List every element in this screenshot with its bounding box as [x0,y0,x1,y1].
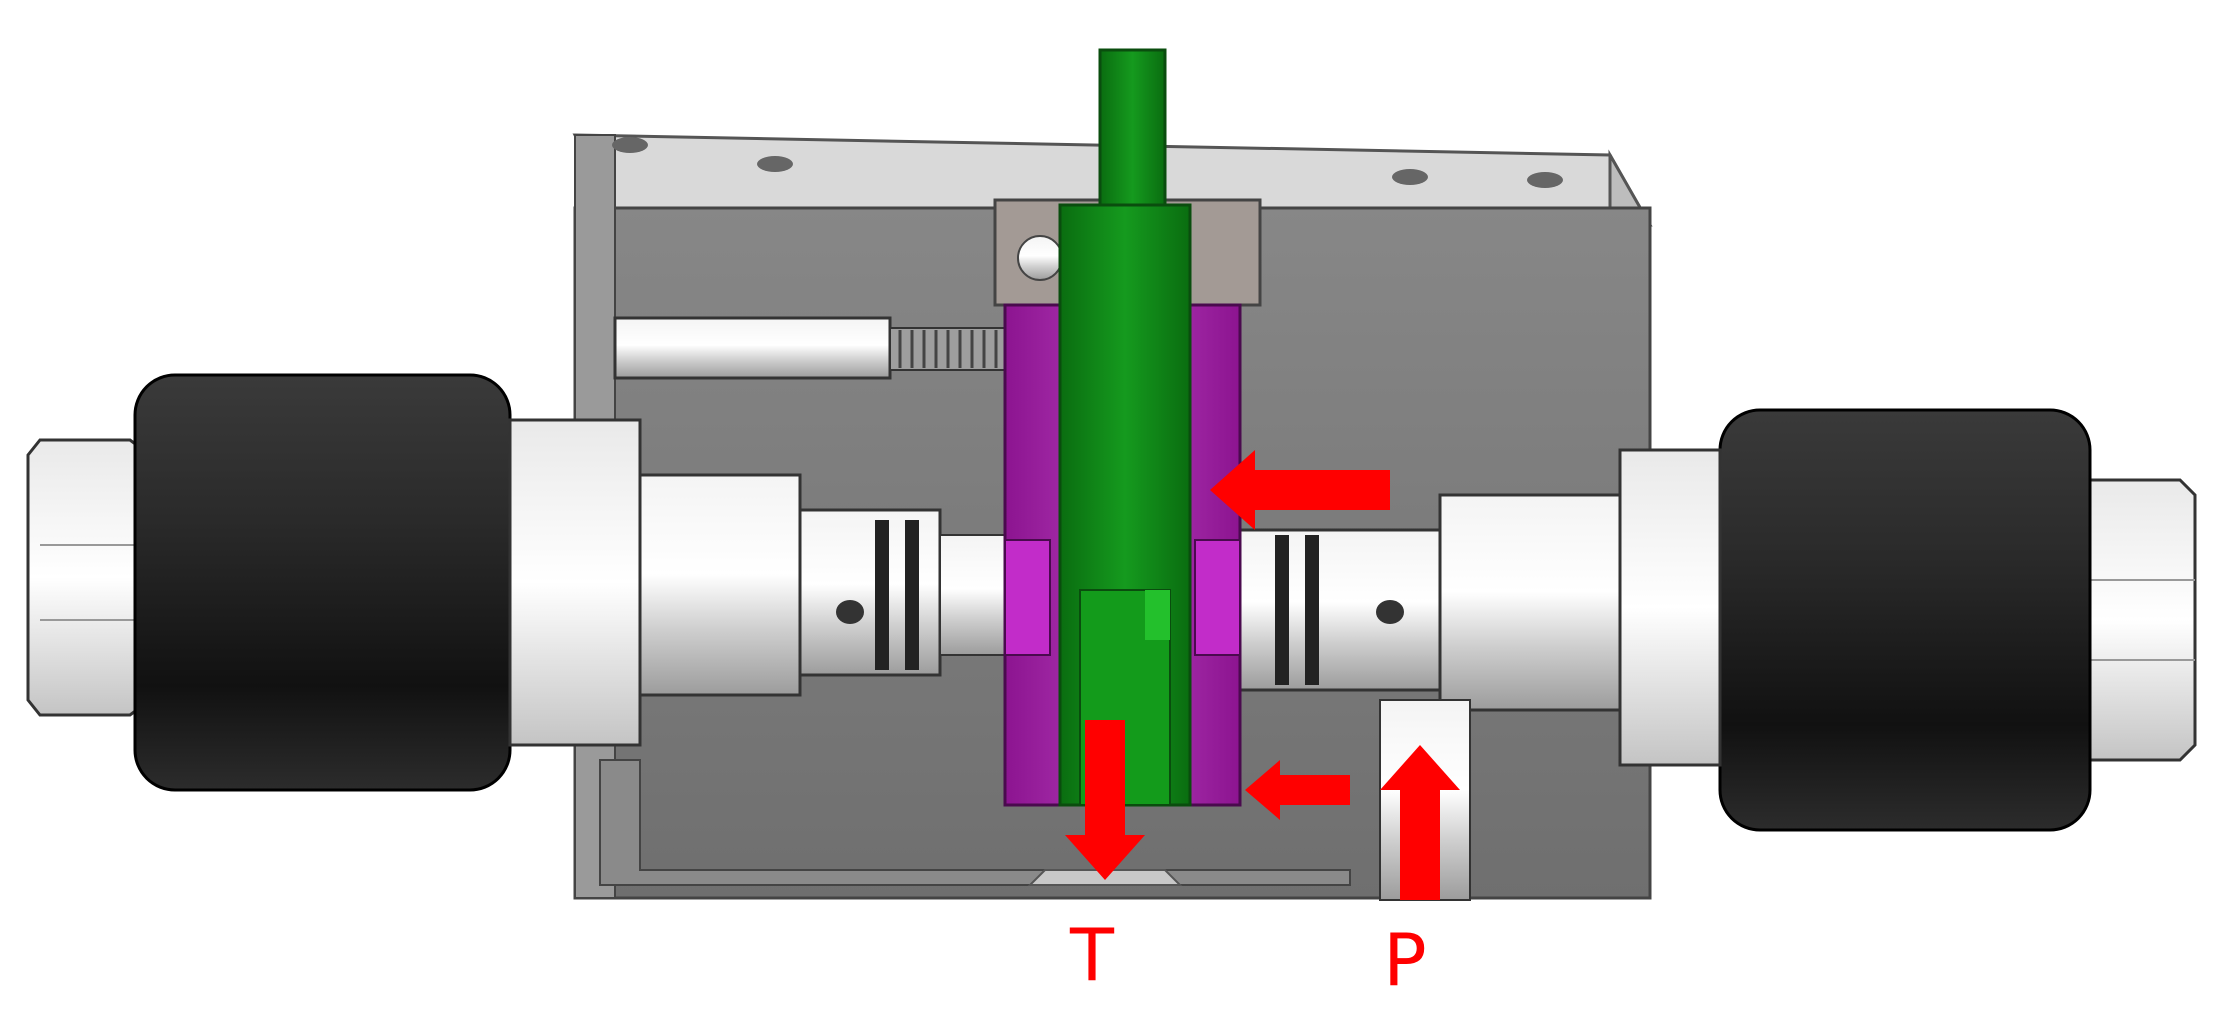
check-ball [1017,235,1063,281]
pressure-port-label: P [1383,918,1426,1002]
mounting-hole [612,137,648,153]
upper-bore [613,316,1021,380]
tank-flow-arrow [1065,720,1145,880]
left-nut [133,373,512,792]
flow-arrows [1065,450,1460,900]
mounting-hole [757,156,793,172]
right-fitting [1238,408,2197,901]
pilot-flow-arrow [1245,760,1350,820]
left-fitting [26,373,1016,792]
mounting-hole [1527,172,1563,188]
mounting-hole [1392,169,1428,185]
right-nut [1718,408,2092,832]
pressure-flow-arrow [1380,745,1460,900]
tank-port-label: T [1069,913,1115,997]
inlet-flow-arrow [1210,450,1390,530]
valve-stem [1098,48,1167,222]
